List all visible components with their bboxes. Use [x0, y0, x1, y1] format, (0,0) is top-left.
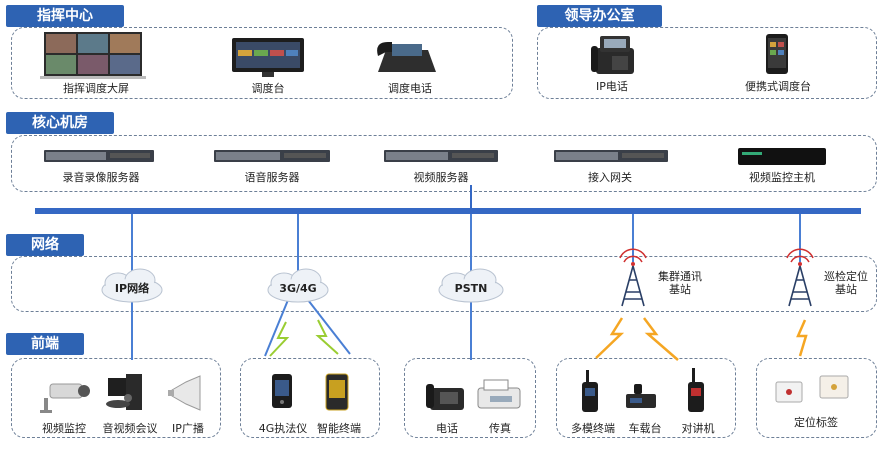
- fax-icon: [477, 379, 521, 409]
- section-tag-frontend: 前端: [6, 333, 84, 355]
- walkie-talkie-icon: [688, 368, 704, 412]
- vehicle-radio-label: 车载台: [628, 422, 662, 435]
- section-tag-network: 网络: [6, 234, 84, 256]
- frontend-group-5: [756, 358, 877, 438]
- link-3g4g-left: [264, 299, 289, 357]
- lightning-trunk-right: [643, 317, 679, 361]
- 4g-recorder-label: 4G执法仪: [258, 422, 308, 435]
- section-tag-leader-office: 领导办公室: [537, 5, 662, 27]
- lightning-3g4g-left: [269, 321, 290, 357]
- voice-server-icon: [214, 150, 330, 162]
- lightning-3g4g-right: [315, 319, 339, 355]
- cloud-ip-network-label: IP网络: [115, 281, 149, 295]
- 4g-law-enforcement-recorder-icon: [272, 374, 292, 408]
- trunk-station-label-line1: 集群通讯: [658, 270, 702, 283]
- cloud-pstn-label: PSTN: [455, 282, 488, 295]
- network-bus: [35, 208, 861, 214]
- video-surveillance-label: 视频监控: [42, 422, 86, 435]
- surveillance-camera-icon: [40, 383, 90, 413]
- ip-broadcast-speaker-icon: [168, 375, 201, 411]
- network-box: [11, 256, 877, 312]
- multimode-terminal-label: 多模终端: [571, 422, 615, 435]
- portable-console-label: 便携式调度台: [745, 80, 811, 93]
- dispatch-phone-icon: [377, 42, 436, 72]
- phone-label: 电话: [436, 422, 458, 435]
- access-gateway-label: 接入网关: [588, 171, 632, 184]
- voice-server-label: 语音服务器: [244, 171, 300, 184]
- section-tag-core-room: 核心机房: [6, 112, 114, 134]
- ip-phone-label: IP电话: [596, 80, 628, 93]
- video-server-icon: [384, 150, 498, 162]
- video-monitor-host-icon: [738, 148, 826, 165]
- lightning-patrol: [796, 319, 808, 357]
- recording-server-icon: [44, 150, 154, 162]
- dispatch-console-label: 调度台: [251, 82, 285, 95]
- dispatch-phone-label: 调度电话: [388, 82, 432, 95]
- cloud-ip-network: IP网络: [101, 268, 163, 303]
- portable-console-icon: [766, 34, 788, 74]
- cloud-3g4g-label: 3G/4G: [279, 282, 316, 295]
- cloud-3g4g: 3G/4G: [267, 268, 329, 303]
- dispatch-console-icon: [232, 38, 304, 77]
- leader-office-box: [537, 27, 877, 99]
- command-center-box: [11, 27, 513, 99]
- link-3g4g-right: [307, 299, 351, 355]
- patrol-station-tower-icon: [786, 248, 814, 307]
- fax-label: 传真: [489, 422, 511, 435]
- walkie-talkie-label: 对讲机: [681, 422, 715, 435]
- smart-terminal-label: 智能终端: [317, 422, 361, 435]
- video-wall-icon: [40, 32, 146, 79]
- av-conference-label: 音视频会议: [102, 422, 158, 435]
- video-wall-label: 指挥调度大屏: [63, 82, 129, 95]
- video-server-label: 视频服务器: [413, 171, 469, 184]
- lightning-trunk-left: [595, 317, 625, 359]
- core-room-box: [11, 135, 877, 192]
- patrol-station-label-line1: 巡检定位: [824, 270, 868, 283]
- video-conference-icon: [106, 374, 142, 410]
- phone-icon: [426, 384, 464, 410]
- patrol-station-label: 巡检定位 基站: [824, 270, 868, 296]
- multimode-terminal-icon: [582, 370, 598, 412]
- video-monitor-host-label: 视频监控主机: [749, 171, 815, 184]
- cloud-pstn: PSTN: [438, 268, 504, 303]
- section-tag-command-center: 指挥中心: [6, 5, 124, 27]
- frontend-group-2: [240, 358, 380, 438]
- ip-broadcast-label: IP广播: [172, 422, 204, 435]
- patrol-station-label-line2: 基站: [835, 283, 857, 296]
- smart-terminal-icon: [325, 373, 349, 411]
- frontend-group-4: [556, 358, 736, 438]
- frontend-group-1: [11, 358, 221, 438]
- trunk-station-label-line2: 基站: [669, 283, 691, 296]
- trunk-station-tower-icon: [619, 248, 647, 307]
- location-tag-label: 定位标签: [794, 416, 838, 429]
- location-tag-icon: [775, 375, 849, 403]
- recording-server-label: 录音录像服务器: [62, 171, 140, 184]
- access-gateway-icon: [554, 150, 668, 162]
- ip-phone-icon: [591, 36, 634, 74]
- trunk-station-label: 集群通讯 基站: [658, 270, 702, 296]
- vehicle-radio-icon: [626, 384, 656, 408]
